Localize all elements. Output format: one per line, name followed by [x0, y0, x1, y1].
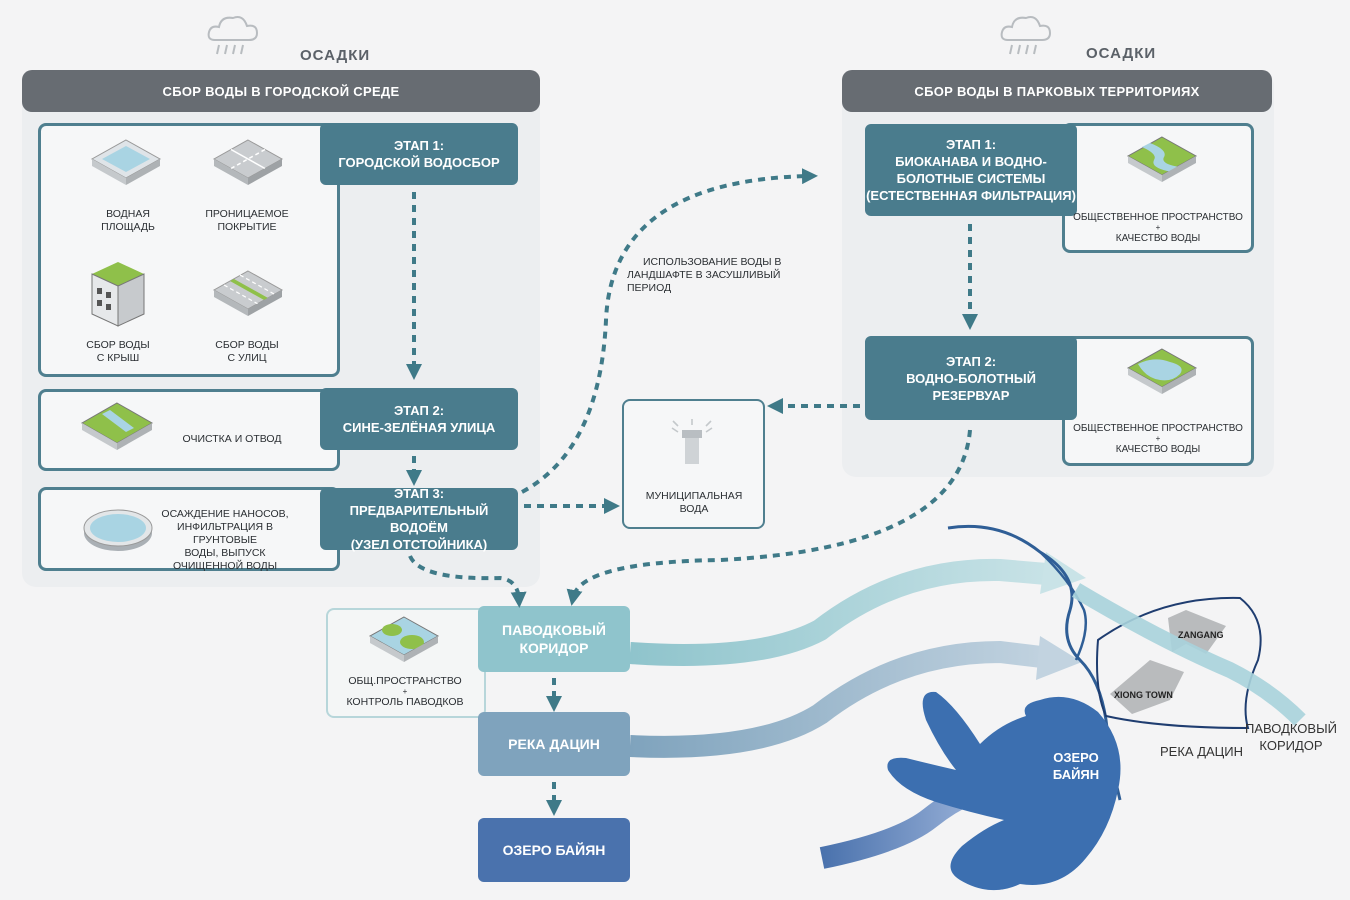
wetland-public-space-label: ОБЩЕСТВЕННОЕ ПРОСТРАНСТВО+КАЧЕСТВО ВОДЫ — [1073, 423, 1243, 455]
rain-cloud-icon — [207, 16, 259, 55]
sedimentation-label: ОСАЖДЕНИЕ НАНОСОВ,ИНФИЛЬТРАЦИЯ В ГРУНТОВ… — [161, 508, 289, 572]
map-zangang-label: ZANGANG — [1178, 630, 1224, 640]
lake-box: ОЗЕРО БАЙЯН — [478, 818, 630, 882]
urban-stage1: ЭТАП 1:ГОРОДСКОЙ ВОДОСБОР — [320, 123, 518, 185]
street-harvest-icon — [212, 270, 284, 316]
xiong-block — [1110, 660, 1184, 714]
municipal-water-box — [622, 399, 765, 529]
urban-catchment-box — [38, 123, 340, 377]
map-flood-corridor — [1071, 583, 1306, 726]
park-stage1: ЭТАП 1:БИОКАНАВА И ВОДНО- БОЛОТНЫЕ СИСТЕ… — [865, 124, 1077, 216]
map-xiong-label: XIONG TOWN — [1114, 690, 1173, 700]
permeable-pavement-icon — [212, 139, 284, 185]
blue-green-street-icon — [80, 402, 154, 450]
river-flow-arrowhead — [1036, 636, 1082, 680]
map-river-label: РЕКА ДАЦИН — [1160, 744, 1244, 759]
urban-header: СБОР ВОДЫ В ГОРОДСКОЙ СРЕДЕ — [22, 70, 540, 112]
precipitation-label: ОСАДКИ — [300, 47, 371, 64]
precipitation-label: ОСАДКИ — [1086, 45, 1157, 62]
bioswale-icon — [1126, 136, 1198, 182]
dashed-arrows — [406, 168, 978, 816]
settling-pond-icon — [83, 509, 153, 551]
arrow-stage3-to-flood — [408, 555, 527, 608]
park-header: СБОР ВОДЫ В ПАРКОВЫХ ТЕРРИТОРИЯХ — [842, 70, 1272, 112]
arrow-park2-to-flood — [566, 429, 972, 606]
flood-flow-band — [629, 558, 1059, 666]
wetland-icon — [1126, 348, 1198, 394]
urban-stage2: ЭТАП 2:СИНЕ-ЗЕЛЁНАЯ УЛИЦА — [320, 388, 518, 450]
roof-harvest-icon — [91, 262, 145, 327]
river-flow-band — [629, 640, 1052, 758]
map-lake-label: БАЙЯН — [1053, 767, 1099, 782]
flood-control-label: ОБЩ.ПРОСТРАНСТВО+КОНТРОЛЬ ПАВОДКОВ — [346, 675, 464, 708]
park-public-space-label: ОБЩЕСТВЕННОЕ ПРОСТРАНСТВО+КАЧЕСТВО ВОДЫ — [1073, 212, 1243, 244]
xiong-area — [1096, 596, 1262, 730]
map-boundary-line — [1039, 551, 1087, 661]
rain-cloud-icon — [1000, 16, 1052, 55]
sprinkler-icon — [671, 419, 713, 464]
water-area-icon — [90, 139, 162, 185]
map-lake-label: ОЗЕРО — [1053, 750, 1099, 765]
urban-stage3: ЭТАП 3:ПРЕДВАРИТЕЛЬНЫЙ ВОДОЁМ(УЗЕЛ ОТСТО… — [320, 486, 518, 552]
river-box: РЕКА ДАЦИН — [478, 712, 630, 776]
treatment-label: ОЧИСТКА И ОТВОД — [182, 433, 282, 445]
baiyang-lake-shape — [887, 691, 1121, 891]
flood-park-icon — [368, 616, 440, 662]
arrow-to-landscape — [521, 168, 818, 494]
